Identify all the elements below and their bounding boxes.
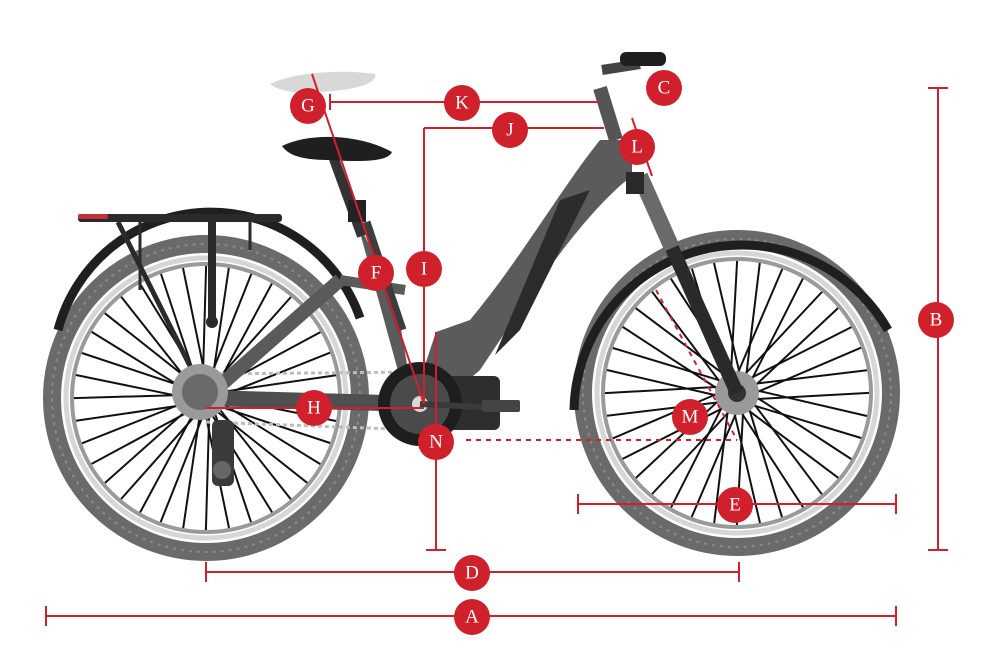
svg-text:E: E — [729, 495, 741, 516]
stem-handlebar — [593, 52, 666, 143]
svg-text:G: G — [301, 96, 315, 117]
spoke — [745, 262, 761, 378]
svg-text:N: N — [429, 432, 443, 453]
spoke — [736, 268, 784, 376]
spoke — [182, 406, 202, 529]
svg-text:K: K — [455, 93, 469, 114]
spoke — [612, 347, 724, 383]
spoke — [670, 404, 725, 508]
spoke — [690, 410, 738, 518]
spoke — [754, 395, 852, 460]
spoke — [739, 410, 804, 508]
spoke — [604, 385, 721, 395]
spoke — [742, 291, 823, 377]
svg-text:J: J — [506, 120, 513, 141]
rear-fender — [53, 207, 365, 332]
spoke — [751, 401, 823, 495]
label-badge-J: J — [492, 112, 528, 148]
label-badge-B: B — [918, 302, 954, 338]
spoke — [651, 291, 723, 385]
spoke — [622, 405, 726, 460]
label-badges: A B C D E F G H I J K L M N — [290, 70, 954, 635]
svg-text:I: I — [421, 259, 427, 280]
spoke — [747, 406, 783, 518]
label-badge-C: C — [646, 70, 682, 106]
spoke — [214, 374, 337, 394]
svg-text:A: A — [465, 607, 479, 628]
spoke — [750, 403, 862, 439]
fork — [626, 172, 744, 396]
spoke — [104, 400, 198, 484]
label-badge-I: I — [406, 251, 442, 287]
spoke — [210, 405, 308, 484]
svg-text:L: L — [631, 137, 643, 158]
svg-text:D: D — [465, 563, 479, 584]
spoke — [748, 326, 852, 381]
spoke — [713, 262, 742, 376]
label-badge-D: D — [454, 555, 490, 591]
spoke — [635, 307, 729, 379]
label-badge-E: E — [717, 487, 753, 523]
rear-cassette — [172, 364, 234, 486]
spoke — [754, 346, 862, 394]
label-badge-G: G — [290, 88, 326, 124]
front-fender — [569, 240, 892, 411]
label-badge-F: F — [358, 255, 394, 291]
spoke — [729, 260, 739, 377]
spoke — [754, 388, 868, 417]
spoke — [745, 407, 839, 479]
label-badge-L: L — [619, 129, 655, 165]
svg-text:H: H — [307, 398, 321, 419]
label-badge-A: A — [454, 599, 490, 635]
spoke — [753, 307, 839, 388]
svg-text:F: F — [371, 263, 382, 284]
saddle-ghost — [270, 71, 376, 93]
label-badge-N: N — [418, 424, 454, 460]
svg-text:C: C — [658, 78, 671, 99]
spoke — [139, 403, 200, 513]
seatpost — [325, 146, 367, 238]
spoke — [752, 369, 868, 385]
spoke — [612, 392, 720, 440]
label-badge-M: M — [672, 399, 708, 435]
svg-text:B: B — [930, 310, 943, 331]
spoke — [749, 278, 804, 382]
svg-text:M: M — [682, 407, 699, 428]
spoke — [753, 391, 870, 401]
spoke — [606, 369, 720, 398]
label-badge-H: H — [296, 390, 332, 426]
label-badge-K: K — [444, 85, 480, 121]
spoke — [651, 409, 732, 495]
